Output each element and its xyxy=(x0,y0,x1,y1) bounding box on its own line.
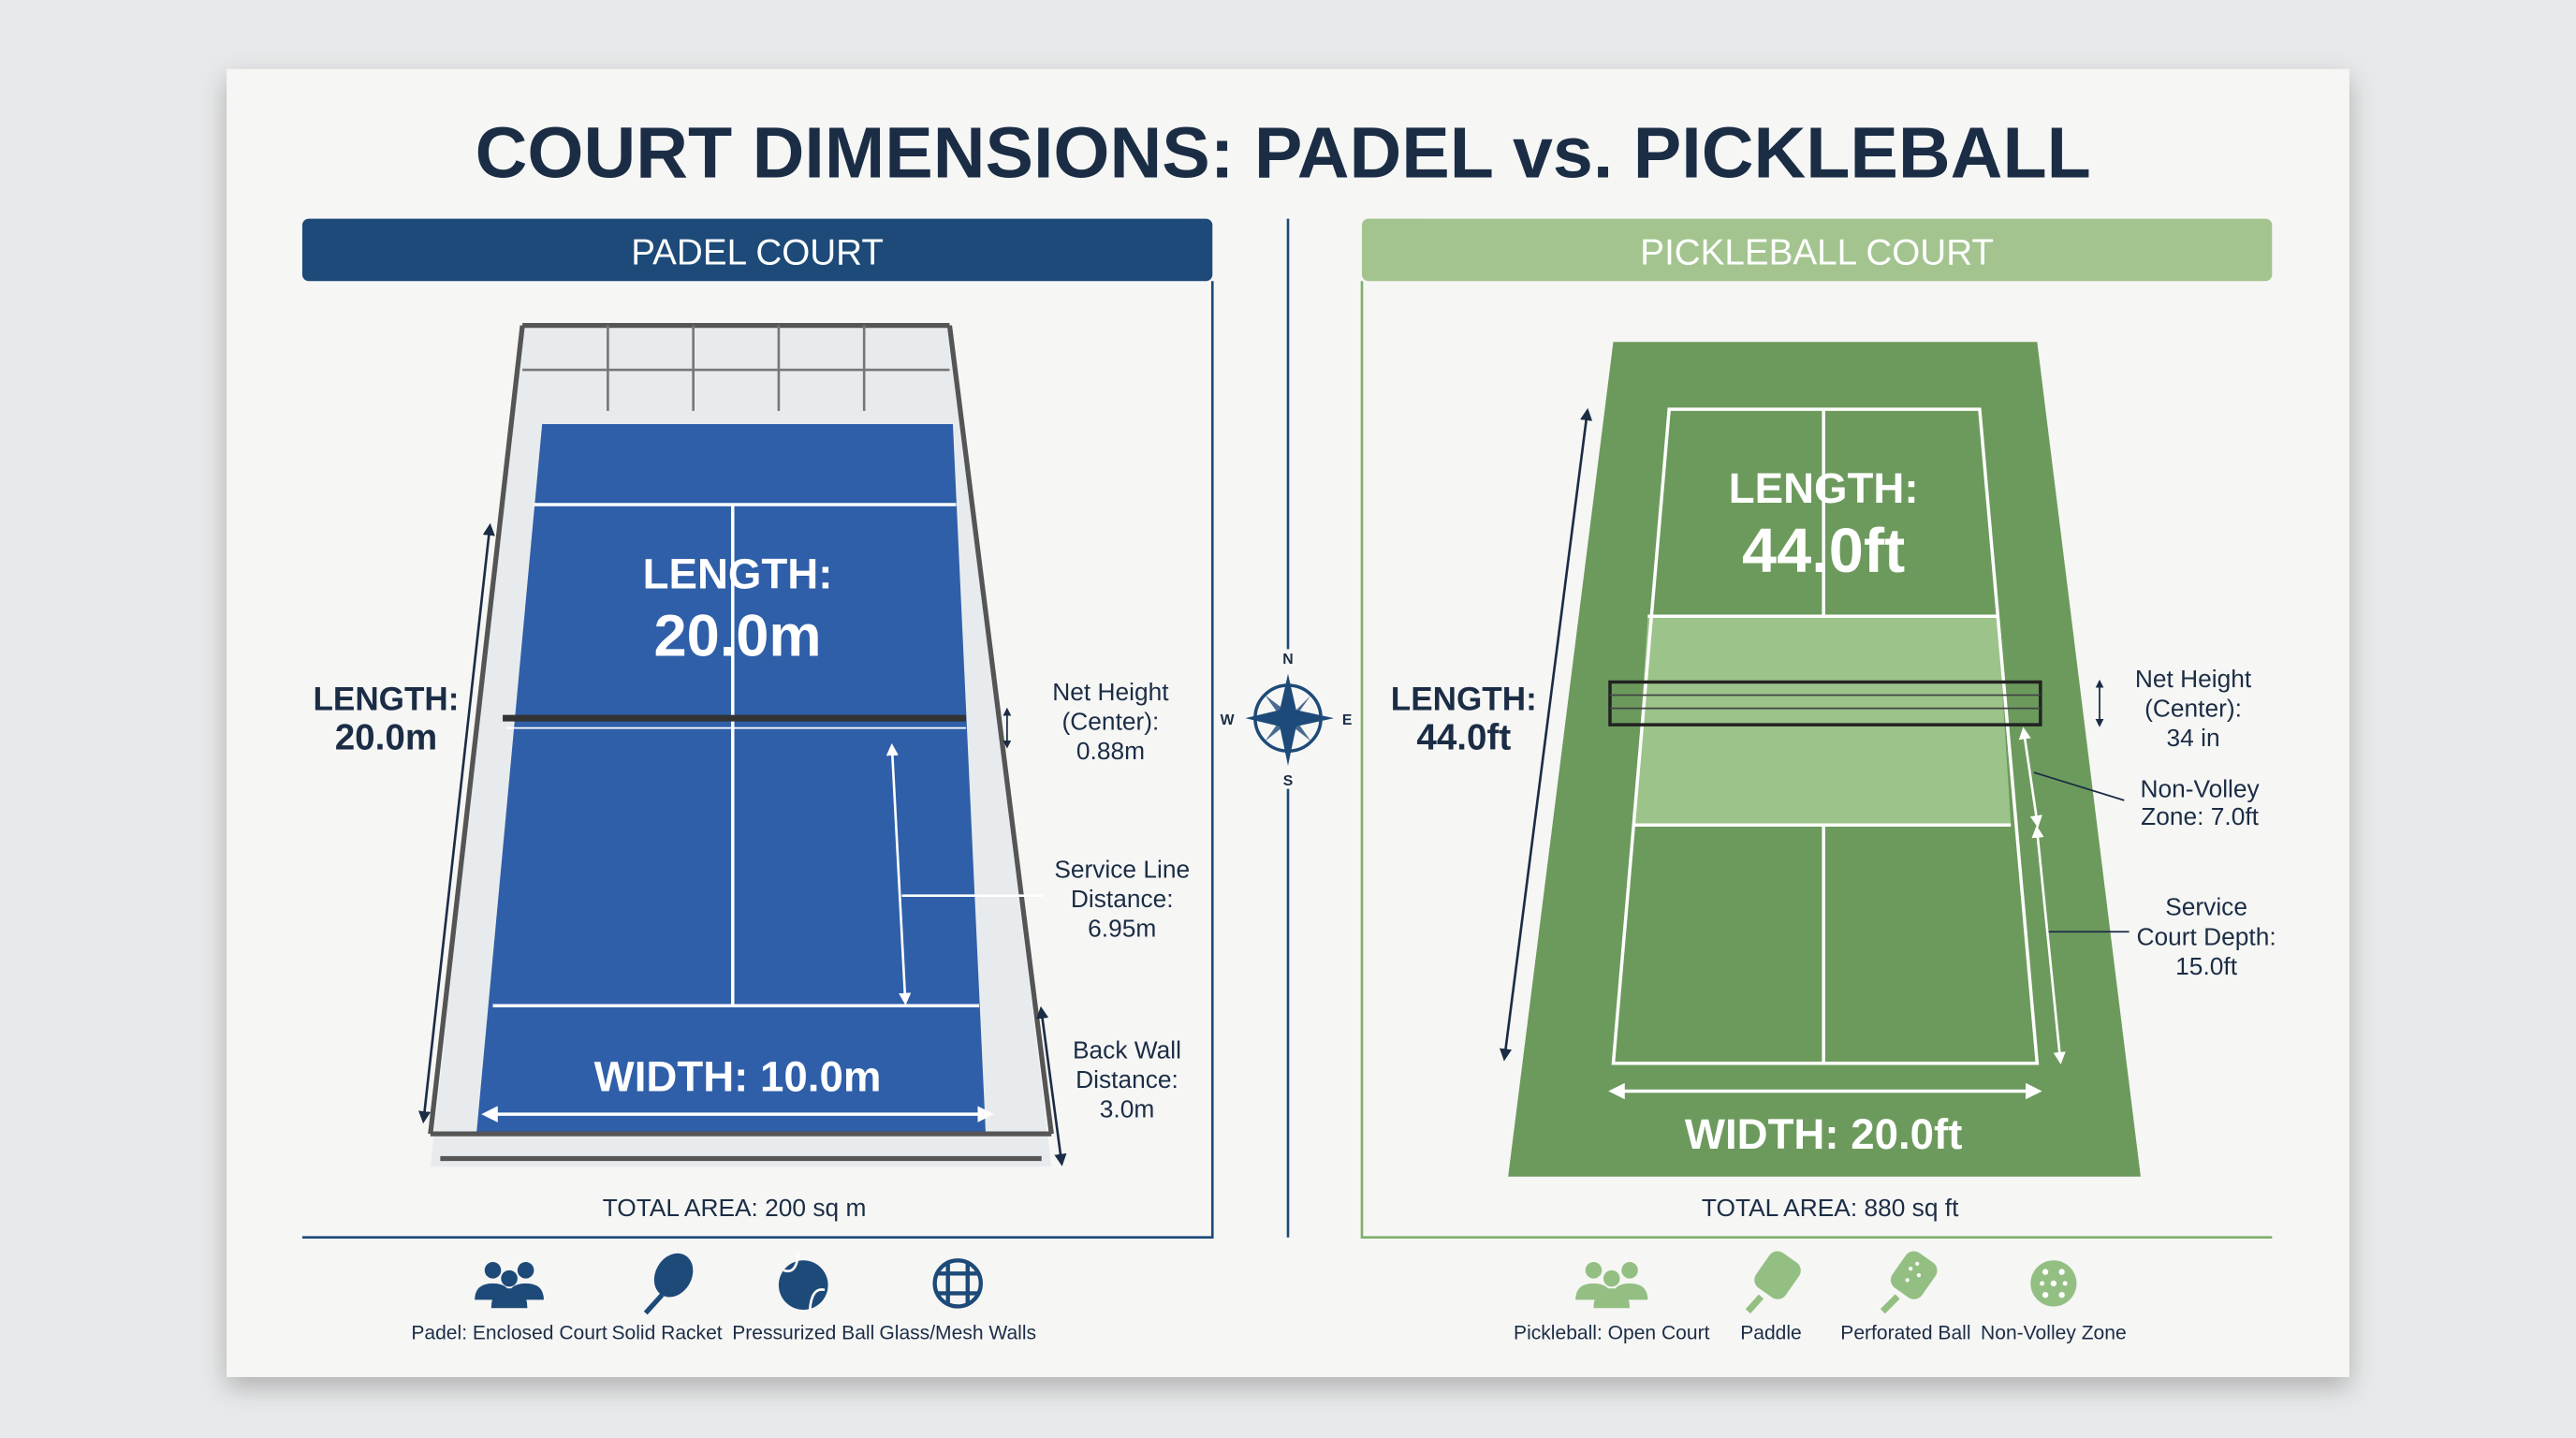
perforated-ball-icon xyxy=(2030,1260,2077,1307)
page-title: COURT DIMENSIONS: PADEL vs. PICKLEBALL xyxy=(476,113,2091,194)
people-icon xyxy=(1575,1262,1648,1309)
padel-width: WIDTH: 10.0m xyxy=(594,1053,882,1101)
pickleball-net xyxy=(1608,680,2042,726)
pickle-icon-label-4: Non-Volley Zone xyxy=(1981,1323,2127,1344)
padel-net-height-1: Net Height xyxy=(1052,678,1169,706)
pickle-nvz-1: Non-Volley xyxy=(2140,774,2260,802)
padel-length-value: 20.0m xyxy=(653,603,821,668)
pickle-length-value: 44.0ft xyxy=(1742,517,1905,586)
pickle-length-label: LENGTH: xyxy=(1729,464,1919,512)
padel-side-length-value: 20.0m xyxy=(335,717,437,757)
ball-icon xyxy=(778,1252,828,1311)
pickle-service-1: Service xyxy=(2165,893,2247,921)
padel-backwall-3: 3.0m xyxy=(1100,1095,1155,1123)
pickle-width: WIDTH: 20.0ft xyxy=(1685,1110,1963,1158)
pickle-icon-label-2: Paddle xyxy=(1740,1323,1802,1344)
pickle-icon-label-1: Pickleball: Open Court xyxy=(1514,1323,1710,1344)
mesh-globe-icon xyxy=(932,1258,983,1309)
padel-backwall-2: Distance: xyxy=(1076,1065,1178,1093)
padel-side-length-label: LENGTH: xyxy=(313,681,459,717)
padel-service-1: Service Line xyxy=(1054,855,1190,883)
padel-total-area: TOTAL AREA: 200 sq m xyxy=(603,1194,867,1222)
non-volley-zone xyxy=(1634,616,2012,826)
pickle-side-length-value: 44.0ft xyxy=(1416,717,1511,757)
padel-service-3: 6.95m xyxy=(1088,915,1156,943)
padel-icon-label-3: Pressurized Ball xyxy=(732,1323,874,1344)
padel-header-bar xyxy=(301,218,1213,282)
padel-service-2: Distance: xyxy=(1071,885,1174,913)
pickle-icon-label-3: Perforated Ball xyxy=(1840,1323,1970,1344)
pickle-service-2: Court Depth: xyxy=(2137,922,2276,950)
pickle-nvz-2: Zone: 7.0ft xyxy=(2141,802,2259,830)
padel-net-height-2: (Center): xyxy=(1062,707,1160,735)
perforated-paddle-icon xyxy=(1880,1251,1938,1314)
compass-s: S xyxy=(1283,773,1294,789)
padel-panel-border xyxy=(301,281,1214,1240)
padel-backwall-1: Back Wall xyxy=(1073,1035,1181,1064)
people-icon xyxy=(475,1262,544,1309)
pickle-side-length-label: LENGTH: xyxy=(1391,681,1537,717)
compass-icon: N S E W xyxy=(1221,652,1353,789)
pickle-service-3: 15.0ft xyxy=(2175,952,2238,980)
racket-icon xyxy=(643,1253,694,1315)
pickleball-header-bar xyxy=(1361,218,2273,282)
padel-icon-label-2: Solid Racket xyxy=(611,1323,722,1344)
pickleball-panel-border xyxy=(1360,281,2273,1240)
pickleball-header: PICKLEBALL COURT xyxy=(1640,233,1994,273)
pickle-total-area: TOTAL AREA: 880 sq ft xyxy=(1702,1194,1959,1222)
compass-w: W xyxy=(1221,712,1235,728)
padel-icon-label-1: Padel: Enclosed Court xyxy=(411,1323,607,1344)
padel-net-height-3: 0.88m xyxy=(1076,737,1145,765)
pickle-net-3: 34 in xyxy=(2167,724,2220,752)
pickleball-court xyxy=(1508,342,2141,1177)
padel-court xyxy=(428,323,1054,1167)
pickle-net-1: Net Height xyxy=(2135,665,2252,693)
compass-n: N xyxy=(1282,652,1293,668)
compass-e: E xyxy=(1342,712,1353,728)
padel-icon-label-4: Glass/Mesh Walls xyxy=(879,1323,1036,1344)
pickle-net-2: (Center): xyxy=(2144,694,2242,722)
padel-header: PADEL COURT xyxy=(631,233,884,273)
padel-length-label: LENGTH: xyxy=(643,550,833,597)
paddle-icon xyxy=(1745,1251,1801,1314)
